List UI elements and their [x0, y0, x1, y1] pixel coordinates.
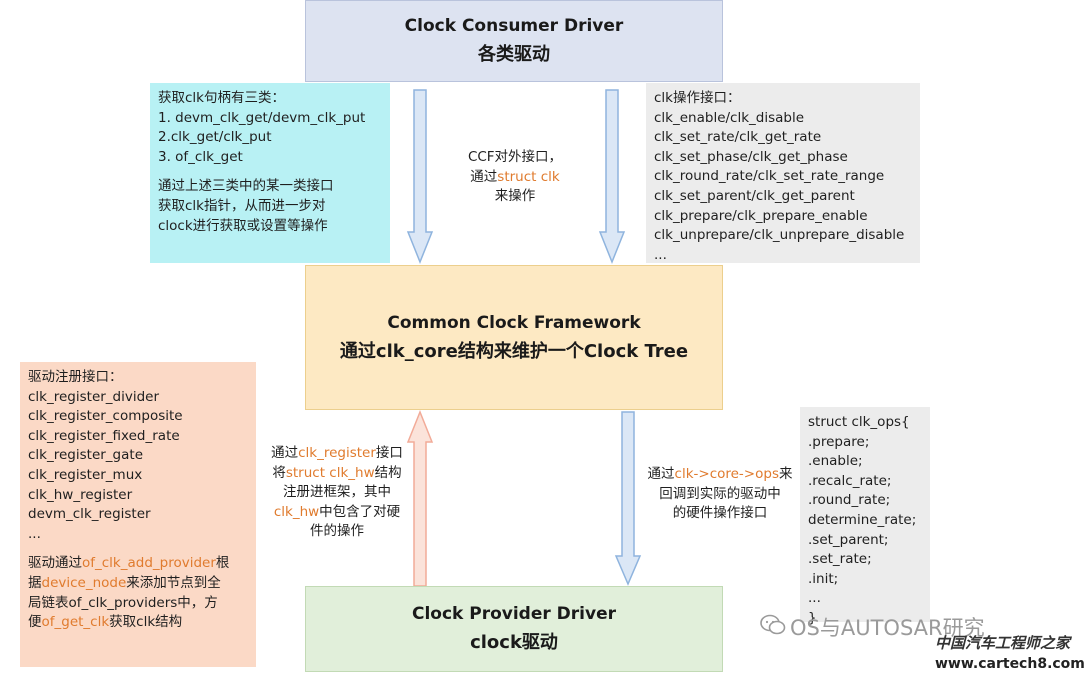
note-line: 获取clk指针，从而进一步对	[158, 197, 326, 214]
consumer-title: Clock Consumer Driver	[404, 16, 624, 36]
note-line: ...	[808, 590, 821, 607]
note-get-clk: 获取clk句柄有三类： 1. devm_clk_get/devm_clk_put…	[150, 83, 390, 263]
text-segment: 便	[28, 614, 42, 631]
watermark-os-autosar: OS与AUTOSAR研究	[790, 616, 985, 640]
note-line: 1. devm_clk_get/devm_clk_put	[158, 109, 366, 126]
text-segment: 根	[215, 555, 230, 572]
text-line: 注册进框架，其中	[283, 484, 391, 501]
note-line: clk_register_composite	[28, 408, 183, 425]
down-arrow-callback	[614, 411, 642, 586]
up-arrow-register	[406, 409, 434, 587]
text-line: CCF对外接口，	[467, 149, 563, 165]
note-line: 驱动注册接口：	[28, 369, 123, 385]
note-line: ...	[28, 525, 41, 542]
note-line: .recalc_rate;	[808, 472, 892, 489]
of-clk-add-provider-highlight: of_clk_add_provider	[82, 555, 216, 572]
down-arrow-right	[598, 89, 626, 265]
text-line: 来操作	[494, 188, 536, 205]
consumer-driver-box: Clock Consumer Driver 各类驱动	[305, 0, 723, 82]
note-line: .set_rate;	[808, 551, 872, 568]
clk-hw-highlight: clk_hw	[273, 503, 320, 520]
note-line: clock进行获取或设置等操作	[158, 217, 328, 234]
note-line: .set_parent;	[808, 531, 889, 548]
consumer-subtitle: 各类驱动	[478, 44, 550, 65]
note-line: 获取clk句柄有三类：	[158, 90, 285, 106]
ccf-interface-text: CCF对外接口， 通过struct clk 来操作	[455, 148, 575, 207]
note-line: clk_register_mux	[28, 466, 143, 483]
note-line: .prepare;	[808, 433, 870, 450]
note-line: clk_enable/clk_disable	[654, 109, 805, 126]
note-line: 2.clk_get/clk_put	[158, 129, 272, 146]
note-line: 通过上述三类中的某一类接口	[158, 178, 334, 195]
text-segment: 接口	[375, 445, 403, 461]
wechat-icon	[760, 614, 786, 635]
note-struct-clk-ops: struct clk_ops{ .prepare; .enable; .reca…	[800, 407, 930, 626]
note-line: 局链表of_clk_providers中，方	[28, 594, 218, 611]
note-line: clk_hw_register	[28, 486, 133, 503]
note-line: clk_set_parent/clk_get_parent	[654, 187, 855, 204]
ccf-title: Common Clock Framework	[387, 312, 641, 333]
note-line: clk_unprepare/clk_unprepare_disable	[654, 227, 905, 244]
note-line: .enable;	[808, 453, 863, 470]
note-clk-ops-api: clk操作接口： clk_enable/clk_disable clk_set_…	[646, 83, 920, 263]
text-segment: 通过	[647, 466, 675, 482]
note-line: clk_prepare/clk_prepare_enable	[654, 207, 868, 224]
note-line: determine_rate;	[808, 511, 917, 528]
text-segment: 结构	[374, 464, 402, 481]
provider-driver-box: Clock Provider Driver clock驱动	[305, 586, 723, 672]
text-segment: 将	[272, 464, 286, 481]
note-line: clk_register_gate	[28, 447, 143, 464]
text-segment: 中包含了对硬	[319, 503, 401, 520]
text-segment: 通过	[271, 445, 299, 461]
device-node-highlight: device_node	[41, 574, 127, 591]
text-segment: 获取clk结构	[109, 614, 183, 631]
watermark-cartech-cn: 中国汽车工程师之家	[935, 634, 1071, 652]
text-line: 件的操作	[310, 523, 364, 540]
note-line: clk_round_rate/clk_set_rate_range	[654, 168, 885, 185]
text-line: 回调到实际的驱动中	[659, 485, 781, 502]
note-line: devm_clk_register	[28, 506, 151, 523]
struct-clk-hw-highlight: struct clk_hw	[285, 464, 375, 481]
note-line: clk_register_divider	[28, 388, 160, 405]
text-segment: 通过	[470, 168, 498, 185]
text-segment: 驱动通过	[28, 555, 82, 572]
text-segment: 来添加节点到全	[126, 574, 221, 591]
ccf-box: Common Clock Framework 通过clk_core结构来维护一个…	[305, 265, 723, 410]
down-arrow-left	[406, 89, 434, 265]
note-line: clk操作接口：	[654, 90, 741, 106]
clk-register-highlight: clk_register	[298, 445, 376, 461]
note-line: struct clk_ops{	[808, 414, 910, 430]
note-register-api: 驱动注册接口： clk_register_divider clk_registe…	[20, 362, 256, 667]
clk-core-ops-highlight: clk->core->ops	[674, 466, 779, 482]
callback-flow-text: 通过clk->core->ops来 回调到实际的驱动中 的硬件操作接口	[640, 465, 800, 524]
text-line: 的硬件操作接口	[672, 505, 768, 522]
note-line: 3. of_clk_get	[158, 148, 243, 165]
note-line: clk_set_phase/clk_get_phase	[654, 148, 848, 165]
note-line: clk_set_rate/clk_get_rate	[654, 129, 822, 146]
struct-clk-highlight: struct clk	[497, 168, 560, 185]
text-segment: 据	[28, 574, 42, 591]
note-line: }	[808, 609, 817, 626]
note-line: .round_rate;	[808, 492, 891, 509]
provider-subtitle: clock驱动	[470, 632, 558, 653]
note-line: clk_register_fixed_rate	[28, 427, 180, 444]
text-segment: 来	[778, 466, 793, 482]
ccf-subtitle: 通过clk_core结构来维护一个Clock Tree	[339, 340, 689, 362]
watermark-cartech-url: www.cartech8.com	[935, 656, 1085, 672]
provider-title: Clock Provider Driver	[411, 604, 617, 624]
note-line: .init;	[808, 570, 839, 587]
note-line: ...	[654, 246, 667, 263]
register-flow-text: 通过clk_register接口 将struct clk_hw结构 注册进框架，…	[262, 444, 412, 542]
of-get-clk-highlight: of_get_clk	[41, 614, 110, 631]
